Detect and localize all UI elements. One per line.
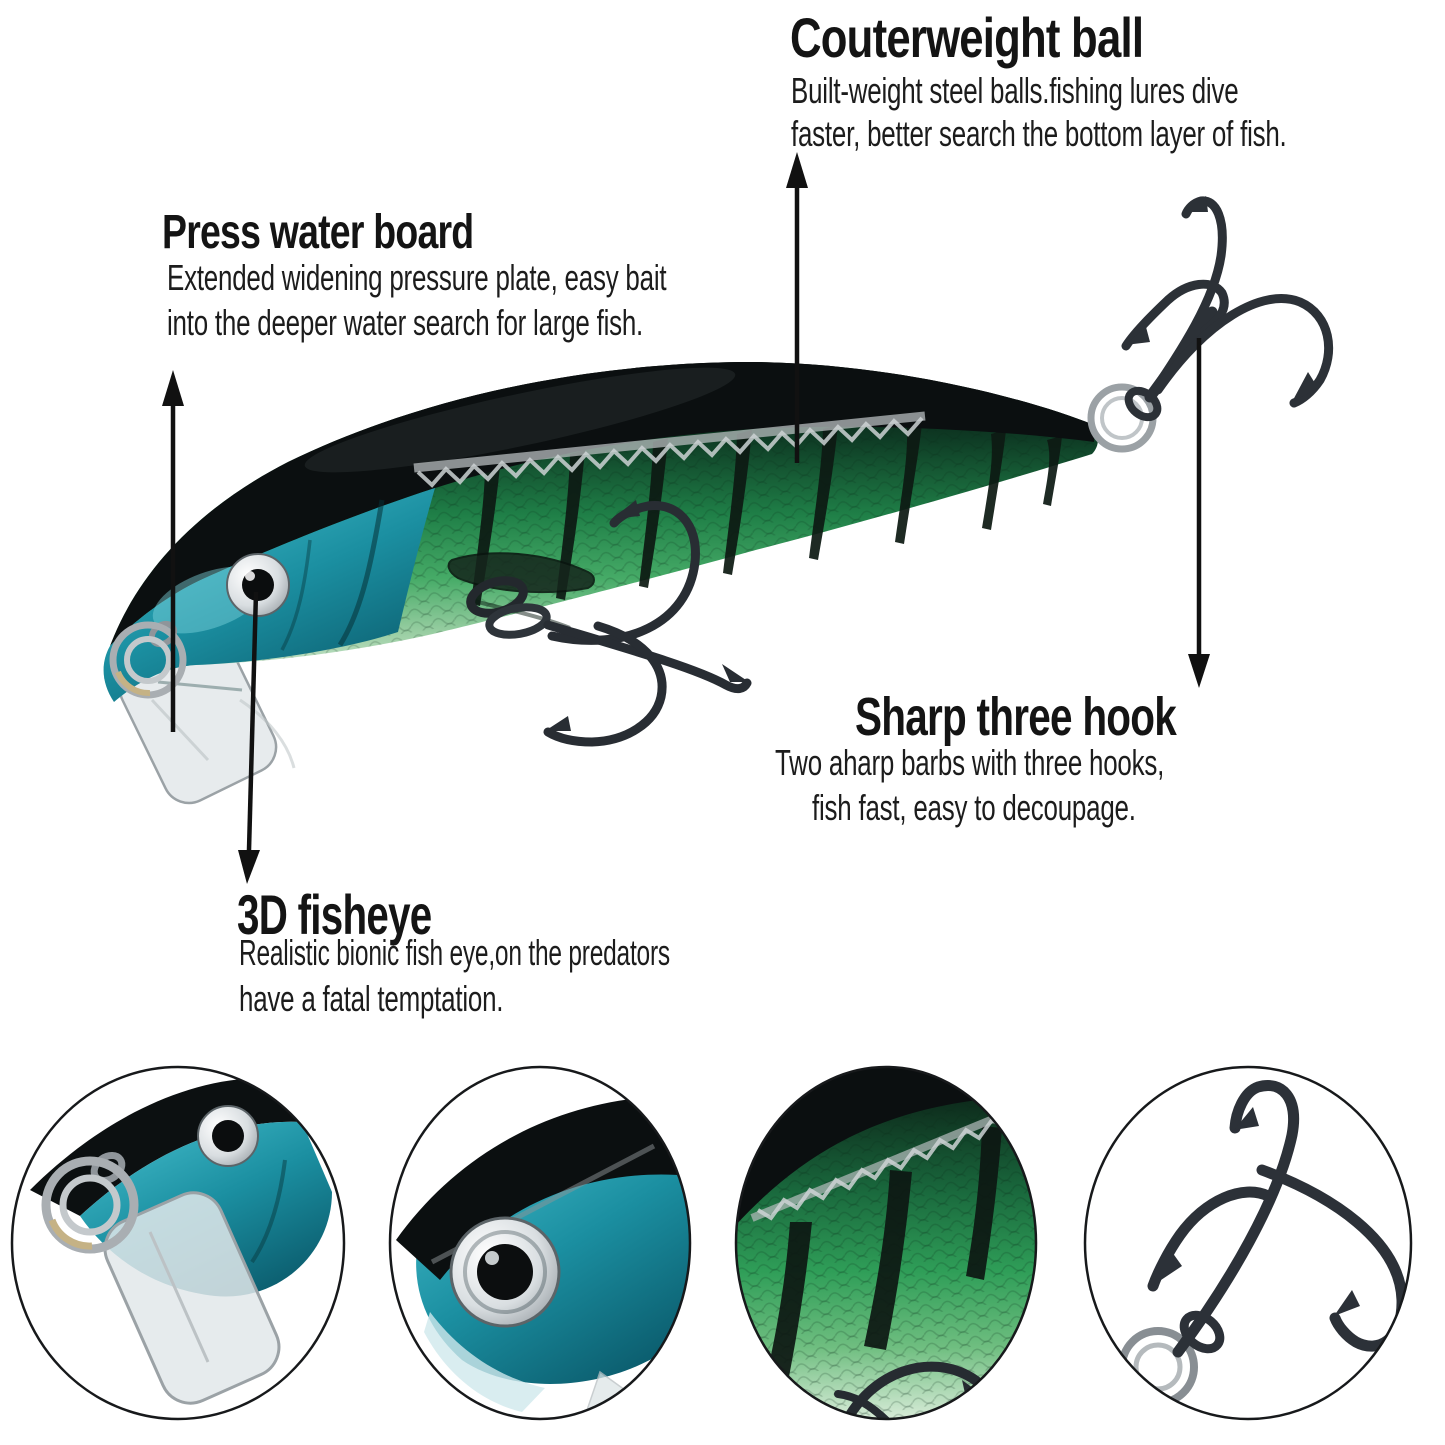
callout-line: Extended widening pressure plate, easy b…	[167, 257, 667, 298]
callout-title-fisheye: 3D fisheye	[237, 883, 432, 946]
sharp-hook-down-arrow-icon	[1188, 338, 1210, 688]
callout-line: into the deeper water search for large f…	[167, 302, 644, 343]
callout-line: Two aharp barbs with three hooks,	[775, 742, 1165, 783]
counterweight-up-arrow-icon	[786, 152, 808, 463]
scale-highlight-streak	[413, 411, 926, 488]
fish-eye	[226, 553, 290, 617]
detail-circle-hook	[1083, 1065, 1413, 1421]
callout-line: Built-weight steel balls.fishing lures d…	[791, 70, 1239, 111]
callout-title-sharp-hook: Sharp three hook	[855, 687, 1177, 747]
detail-circle-eye	[388, 1065, 692, 1421]
tail-treble-hook	[1087, 196, 1334, 453]
lure-black-back	[110, 361, 1094, 646]
press-board-up-arrow-icon	[162, 370, 184, 732]
callout-title-press-board: Press water board	[162, 206, 474, 259]
belly-treble-hook	[466, 500, 752, 747]
callout-line: Realistic bionic fish eye,on the predato…	[239, 932, 670, 973]
callout-line: have a fatal temptation.	[239, 978, 504, 1019]
detail-circle-body	[734, 1065, 1038, 1421]
back-gloss-highlight	[304, 367, 736, 473]
fisheye-down-arrow-icon	[238, 591, 260, 884]
callout-line: fish fast, easy to decoupage.	[812, 787, 1136, 828]
nose-split-ring	[109, 620, 187, 699]
lure-photo	[103, 196, 1334, 805]
annotation-arrows	[162, 152, 1210, 884]
callout-line: faster, better search the bottom layer o…	[791, 113, 1287, 154]
callout-title-counterweight: Couterweight ball	[790, 6, 1144, 69]
detail-circle-nose	[10, 1065, 346, 1421]
